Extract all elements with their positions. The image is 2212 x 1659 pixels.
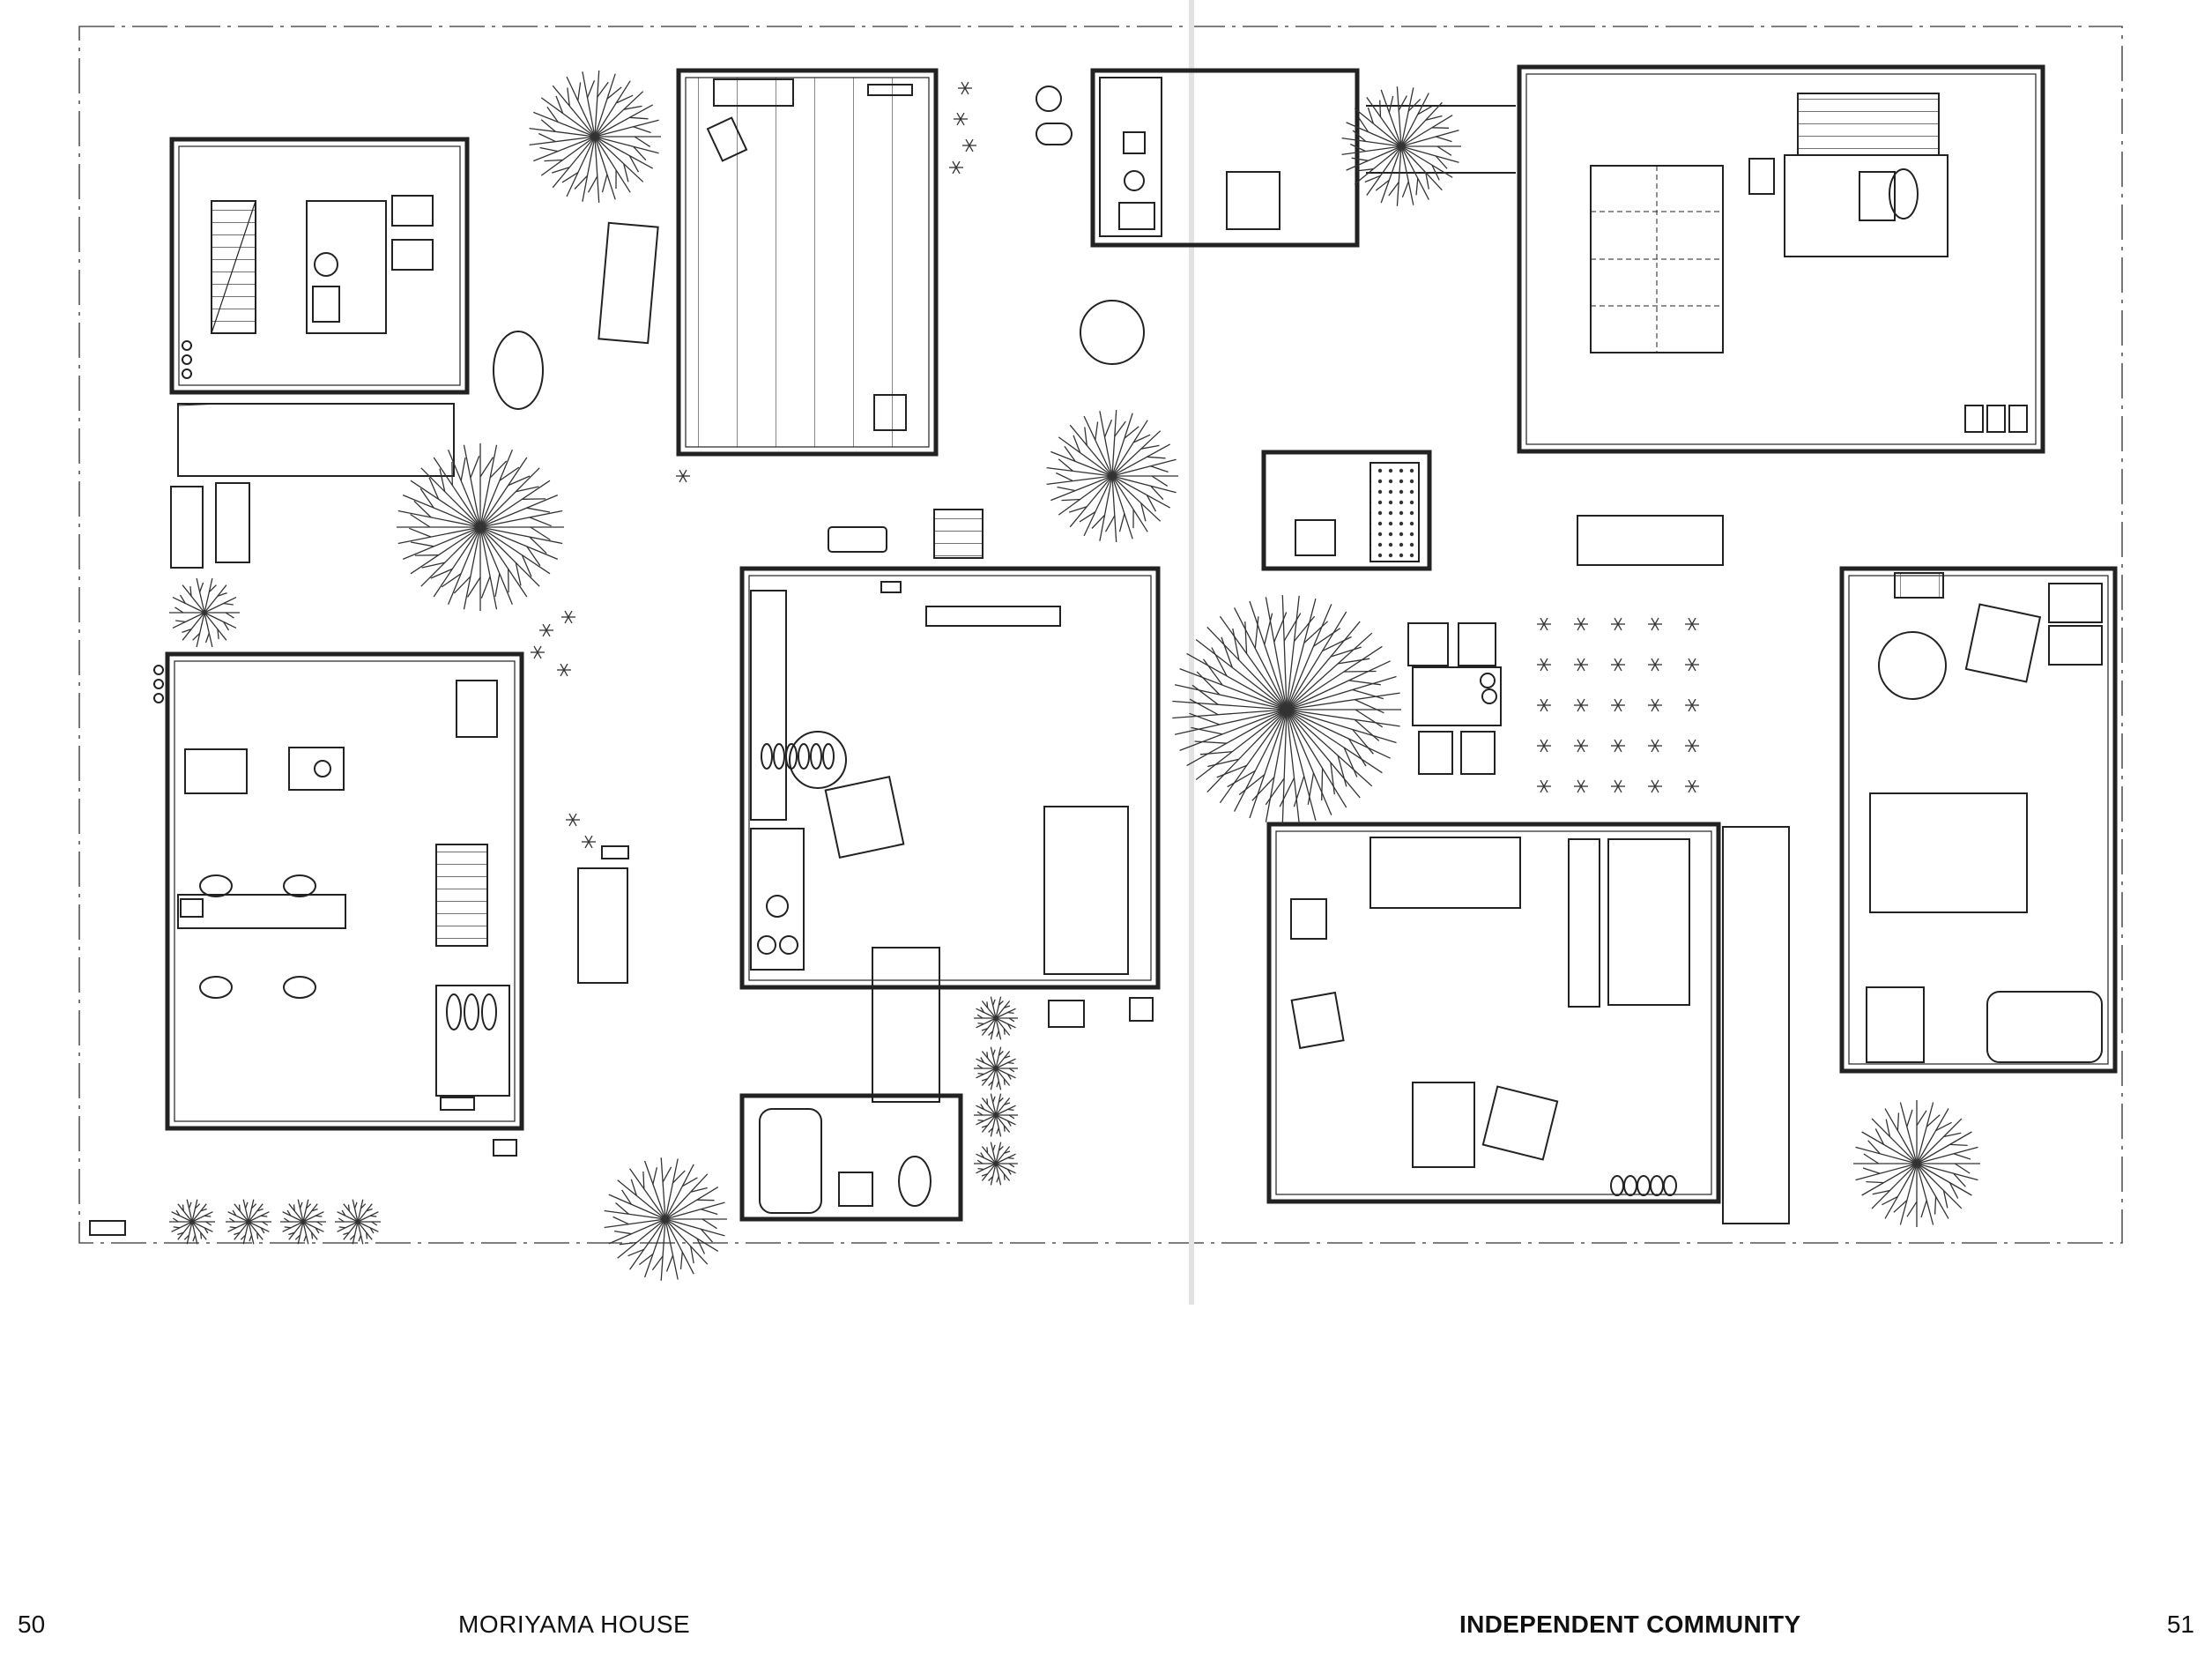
plant-icon bbox=[1685, 779, 1699, 793]
tree-icon bbox=[1046, 410, 1178, 542]
page-number-right: 51 bbox=[2166, 1611, 2194, 1638]
plant-icon bbox=[1611, 698, 1625, 712]
tree-icon bbox=[1853, 1100, 1980, 1227]
storage-unit bbox=[170, 486, 204, 569]
side-storage bbox=[1722, 826, 1790, 1224]
page-number-left: 50 bbox=[18, 1611, 46, 1638]
plant-icon bbox=[539, 623, 553, 637]
plant-icon bbox=[1648, 698, 1662, 712]
building-b bbox=[676, 68, 939, 457]
plant-icon bbox=[557, 663, 571, 677]
plant-icon bbox=[1537, 779, 1551, 793]
plant-icon bbox=[676, 469, 690, 483]
plant-icon bbox=[1574, 739, 1588, 753]
building-e bbox=[89, 651, 524, 1236]
tree-icon bbox=[529, 71, 661, 203]
building-d bbox=[1517, 64, 2045, 454]
plant-icon bbox=[1574, 779, 1588, 793]
building-i bbox=[1839, 566, 2118, 1074]
plant-icon bbox=[1685, 658, 1699, 672]
plant-icon bbox=[1648, 739, 1662, 753]
plant-icon bbox=[1611, 739, 1625, 753]
plant-icon bbox=[1685, 617, 1699, 631]
tree-icon bbox=[604, 1157, 727, 1281]
plant-icon bbox=[1537, 658, 1551, 672]
plant-icon bbox=[531, 645, 545, 659]
stair-module bbox=[933, 509, 984, 559]
storage-unit bbox=[215, 482, 250, 563]
plant-icon bbox=[1574, 658, 1588, 672]
building-c bbox=[1090, 68, 1516, 248]
tree-icon bbox=[335, 1199, 381, 1245]
plant-icon bbox=[582, 835, 596, 849]
plant-icon bbox=[1648, 658, 1662, 672]
plant-icon bbox=[1574, 698, 1588, 712]
plant-icon bbox=[1648, 617, 1662, 631]
plant-icon bbox=[1611, 617, 1625, 631]
running-header-left: MORIYAMA HOUSE bbox=[458, 1611, 691, 1638]
plant-icon bbox=[1611, 658, 1625, 672]
plant-icon bbox=[954, 112, 968, 126]
tree-icon bbox=[974, 1093, 1018, 1137]
plant-icon bbox=[949, 160, 963, 175]
plant-icon bbox=[958, 81, 972, 95]
plant-icon bbox=[1537, 739, 1551, 753]
tree-icon bbox=[974, 1142, 1018, 1186]
trees bbox=[169, 71, 1980, 1281]
building-f bbox=[739, 566, 1161, 990]
tree-icon bbox=[169, 577, 240, 648]
tree-icon bbox=[1172, 595, 1401, 824]
tree-icon bbox=[974, 1046, 1018, 1090]
outdoor-table bbox=[1412, 666, 1502, 726]
site-boundary bbox=[78, 26, 2123, 1244]
tree-icon bbox=[397, 443, 564, 611]
bathroom-unit bbox=[739, 1093, 963, 1222]
building-a bbox=[169, 137, 470, 477]
plant-icon bbox=[1537, 698, 1551, 712]
plant-icon bbox=[1574, 617, 1588, 631]
plant-icon bbox=[1685, 698, 1699, 712]
plant-icon bbox=[1648, 779, 1662, 793]
tree-icon bbox=[1341, 86, 1461, 206]
plant-icon bbox=[1685, 739, 1699, 753]
tree-icon bbox=[280, 1199, 326, 1245]
tree-icon bbox=[226, 1199, 271, 1245]
running-header-right: INDEPENDENT COMMUNITY bbox=[1459, 1611, 1801, 1638]
corridor bbox=[872, 947, 940, 1103]
plant-icon bbox=[561, 610, 575, 624]
plant-icon bbox=[1537, 617, 1551, 631]
small-plants bbox=[531, 81, 1699, 849]
storage-unit bbox=[577, 867, 628, 984]
plant-icon bbox=[962, 138, 976, 153]
tree-icon bbox=[169, 1199, 215, 1245]
plant-icon bbox=[566, 813, 580, 827]
building-h bbox=[1266, 822, 1721, 1204]
shelf-unit bbox=[1577, 515, 1724, 566]
kitchen-unit bbox=[1261, 450, 1432, 571]
plant-icon bbox=[1611, 779, 1625, 793]
tree-icon bbox=[974, 996, 1018, 1040]
